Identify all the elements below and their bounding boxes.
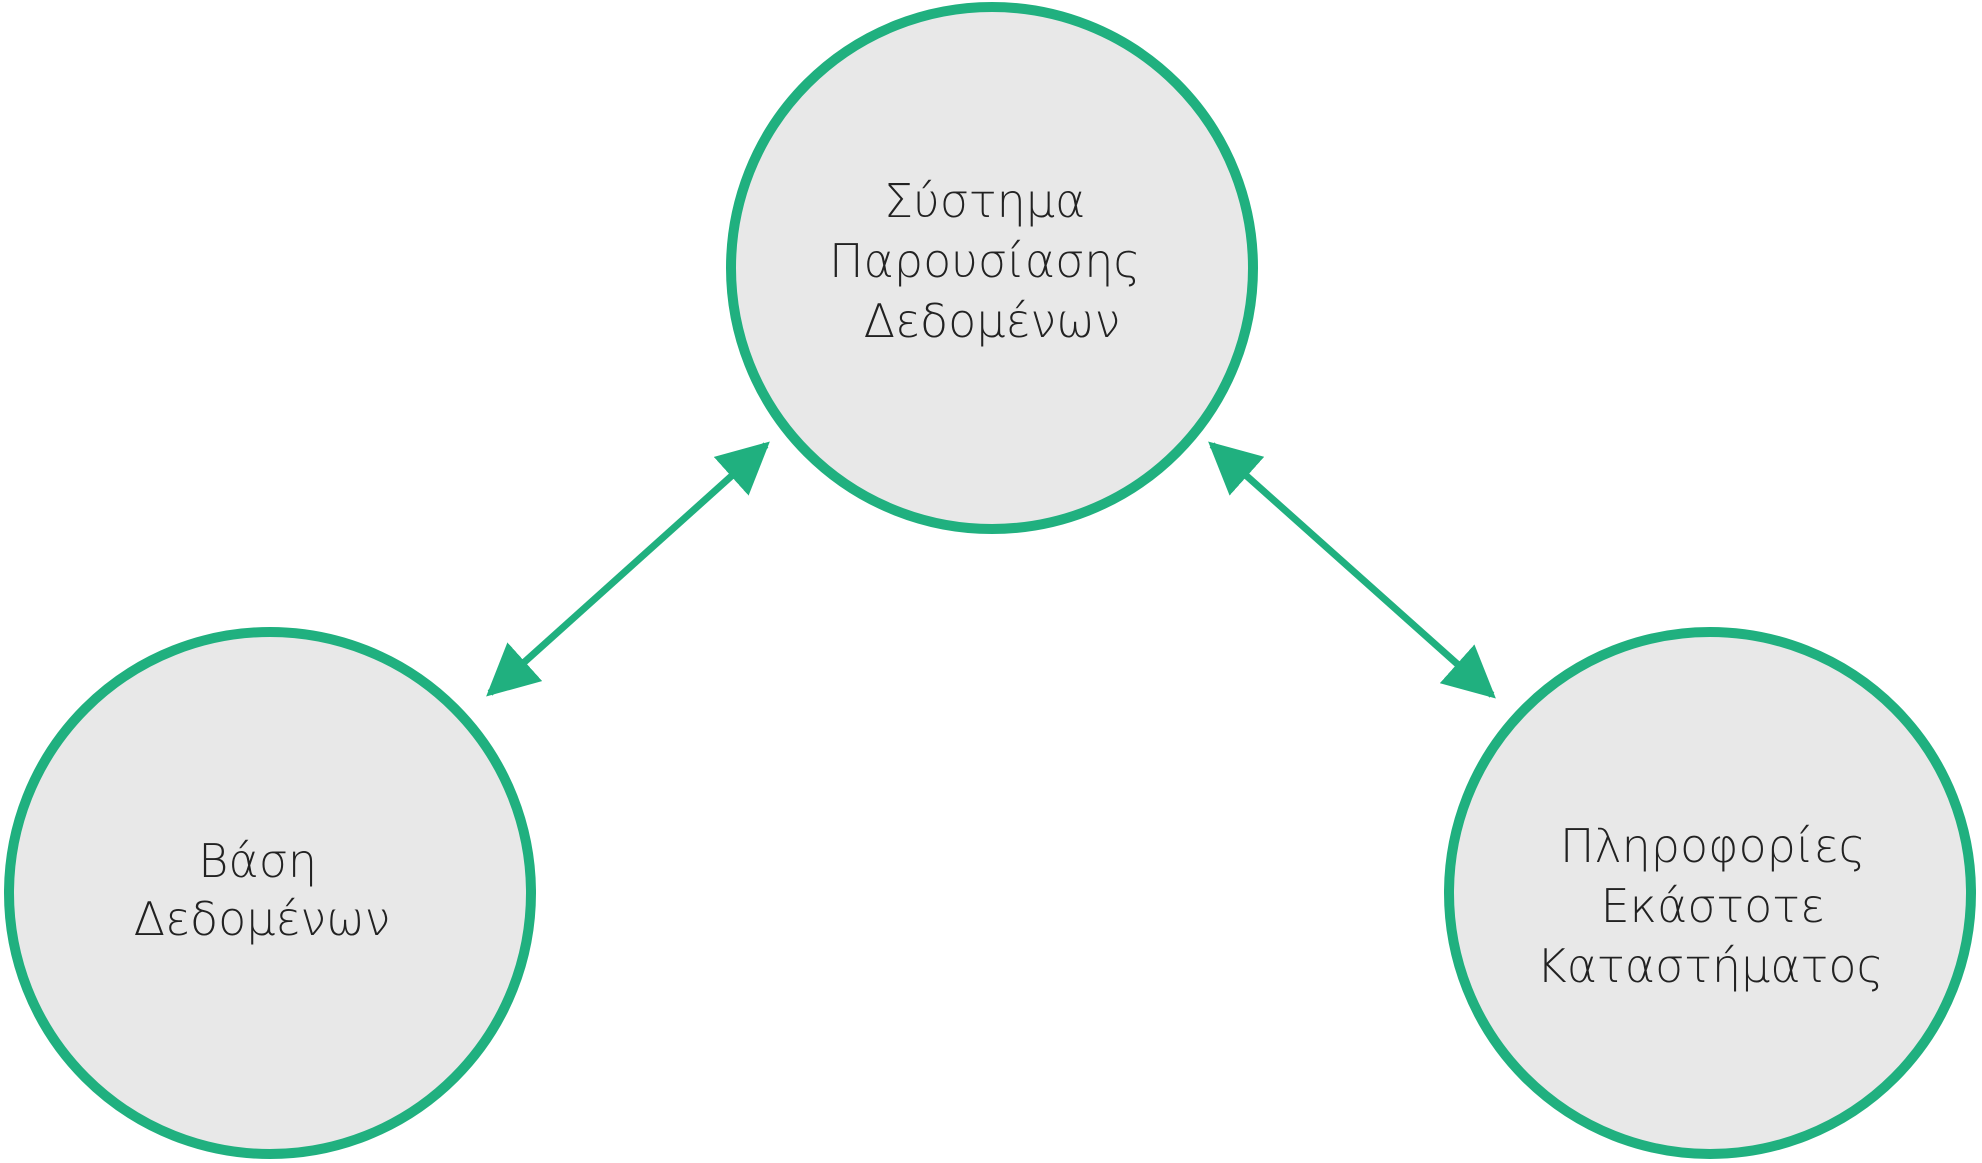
node-store-information-line-3: Καταστήματος xyxy=(1537,939,1884,993)
node-presentation-system-line-3: Δεδομένων xyxy=(864,294,1121,348)
node-presentation-system-label: Σύστημα Παρουσίασης Δεδομένων xyxy=(829,174,1155,348)
node-presentation-system-line-2: Παρουσίασης xyxy=(829,234,1140,288)
node-presentation-system-line-1: Σύστημα xyxy=(884,174,1085,228)
node-database-line-1: Βάση xyxy=(198,834,317,888)
node-store-information-line-2: Εκάστοτε xyxy=(1601,879,1825,933)
node-presentation-system: Σύστημα Παρουσίασης Δεδομένων xyxy=(726,2,1258,534)
node-database-circle xyxy=(4,627,536,1159)
node-database-label: Βάση Δεδομένων xyxy=(134,834,391,946)
node-database-line-2: Δεδομένων xyxy=(134,892,391,946)
node-store-information: Πληροφορίες Εκάστοτε Καταστήματος xyxy=(1444,627,1976,1159)
node-store-information-circle xyxy=(1444,627,1976,1159)
arrow-top-right xyxy=(1208,441,1496,699)
arrow-left-top xyxy=(486,441,770,697)
node-store-information-label: Πληροφορίες Εκάστοτε Καταστήματος xyxy=(1537,819,1884,993)
node-store-information-line-1: Πληροφορίες xyxy=(1560,819,1866,873)
node-database: Βάση Δεδομένων xyxy=(4,627,536,1159)
node-presentation-system-circle xyxy=(726,2,1258,534)
